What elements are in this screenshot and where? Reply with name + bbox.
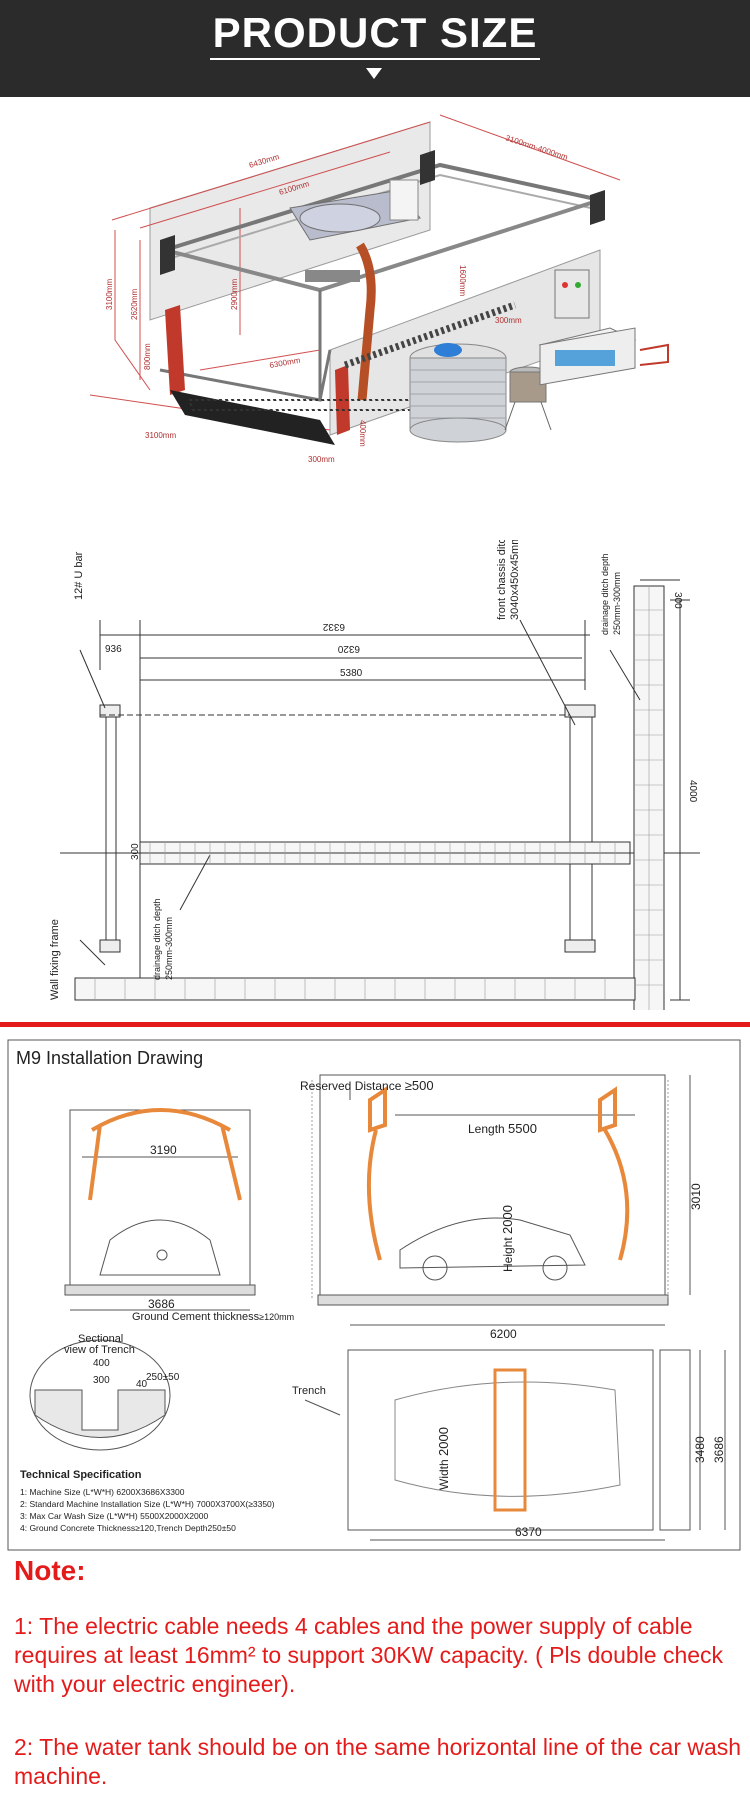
- dim-300-left: 300: [130, 843, 141, 860]
- red-pillar-2: [335, 365, 350, 435]
- note-title: Note:: [14, 1555, 86, 1586]
- dim-6200: 6200: [490, 1327, 517, 1341]
- dim-936: 936: [105, 644, 122, 655]
- dim-300-b: 300mm: [308, 455, 335, 464]
- dim-3480: 3480: [693, 1436, 707, 1463]
- spec-line-4: 4: Ground Concrete Thickness≥120,Trench …: [20, 1523, 236, 1533]
- label-front-ditch-1: front chassis ditch: [496, 540, 508, 620]
- section-label-2: view of Trench: [64, 1344, 135, 1356]
- note-2: 2: The water tank should be on the same …: [14, 1734, 742, 1789]
- section-label-1: Sectional: [78, 1333, 123, 1345]
- dim-3190: 3190: [150, 1143, 177, 1157]
- label-front-ditch-2: 3040x450x45mm: [509, 540, 521, 620]
- drain-grate-right: [343, 301, 517, 369]
- dim-300-a: 300mm: [495, 316, 522, 325]
- dim-3100-height: 3100mm: [105, 279, 114, 310]
- dim-2900: 2900mm: [230, 279, 239, 310]
- dim-1600: 1600mm: [458, 265, 467, 296]
- label-u-bar: 12# U bar: [73, 551, 85, 600]
- trench-label: Trench: [292, 1385, 326, 1397]
- side-machine-right: [598, 1086, 630, 1261]
- width-label: Width 2000: [436, 1427, 451, 1490]
- top-rail-1: [164, 162, 601, 252]
- m9-installation-drawing: M9 Installation Drawing 3190 3686 Ground…: [7, 1039, 741, 1551]
- dim-4000: 4000: [687, 780, 698, 803]
- dim-3686-top: 3686: [712, 1436, 726, 1463]
- reserved-label: Reserved Distance ≥500: [300, 1078, 434, 1093]
- dim-3100-4000: 3100mm-4000mm: [504, 133, 569, 162]
- wall-bracket-3: [590, 190, 605, 225]
- m9-title: M9 Installation Drawing: [16, 1048, 203, 1068]
- red-pillar-1: [165, 305, 185, 395]
- dim-800: 800mm: [143, 343, 152, 370]
- height-label: Height 2000: [500, 1205, 515, 1272]
- sec-40: 40: [136, 1379, 148, 1390]
- down-arrow-icon: [366, 68, 382, 79]
- dim-6320: 6320: [337, 643, 360, 654]
- plan-machine: [493, 1368, 527, 1512]
- dim-3010: 3010: [689, 1183, 703, 1210]
- sec-400: 400: [93, 1358, 110, 1369]
- dim-frame-outer: [114, 230, 151, 391]
- ground-label: Ground Cement thickness≥120mm: [132, 1311, 294, 1323]
- label-drain-bottom-2: 250mm-300mm: [164, 917, 174, 980]
- side-machine-left: [366, 1086, 387, 1261]
- spec-title: Technical Specification: [20, 1469, 142, 1481]
- note-1: 1: The electric cable needs 4 cables and…: [14, 1613, 724, 1697]
- wall-bracket-1: [160, 235, 175, 275]
- top-rail-2: [164, 173, 601, 261]
- label-drain-top-1: drainage ditch depth: [600, 553, 610, 635]
- label-wall-frame: Wall fixing frame: [49, 919, 61, 1000]
- sec-300: 300: [93, 1375, 110, 1386]
- dim-6332: 6332: [322, 621, 345, 632]
- dim-300-top: 300: [672, 592, 683, 609]
- wall-bracket-2: [420, 150, 435, 185]
- dim-6430: 6430mm: [248, 152, 281, 170]
- dim-3686-front: 3686: [148, 1297, 175, 1311]
- control-box: [554, 269, 590, 319]
- label-drain-top-2: 250mm-300mm: [612, 572, 622, 635]
- side-rail-2: [159, 349, 332, 402]
- header-banner: PRODUCT SIZE: [0, 0, 750, 97]
- dim-400: 400mm: [358, 420, 367, 447]
- spec-line-2: 2: Standard Machine Installation Size (L…: [20, 1499, 275, 1509]
- dim-2620: 2620mm: [130, 289, 139, 320]
- spec-line-1: 1: Machine Size (L*W*H) 6200X3686X3300: [20, 1487, 185, 1497]
- floor-ramp: [170, 390, 335, 445]
- dim-3100-b: 3100mm: [145, 431, 176, 440]
- length-label: Length 5500: [468, 1121, 537, 1136]
- section-divider: [0, 1022, 750, 1027]
- trench-section-circle: [29, 1339, 171, 1451]
- label-drain-bottom-1: drainage ditch depth: [152, 898, 162, 980]
- wash-arm: [356, 242, 376, 401]
- spec-line-3: 3: Max Car Wash Size (L*W*H) 5500X2000X2…: [20, 1511, 208, 1521]
- perspective-drawing: 6430mm 6100mm 3100mm-4000mm 3100mm 2620m…: [89, 114, 669, 464]
- front-machine: [88, 1108, 242, 1201]
- sec-250: 250±50: [146, 1372, 180, 1383]
- plan-drawing: 12# U bar front chassis ditch 3040x450x4…: [49, 540, 700, 1010]
- dim-5380: 5380: [340, 668, 363, 679]
- title-underline: [210, 58, 540, 60]
- dim-6370: 6370: [515, 1525, 542, 1539]
- page-title: PRODUCT SIZE: [212, 9, 538, 56]
